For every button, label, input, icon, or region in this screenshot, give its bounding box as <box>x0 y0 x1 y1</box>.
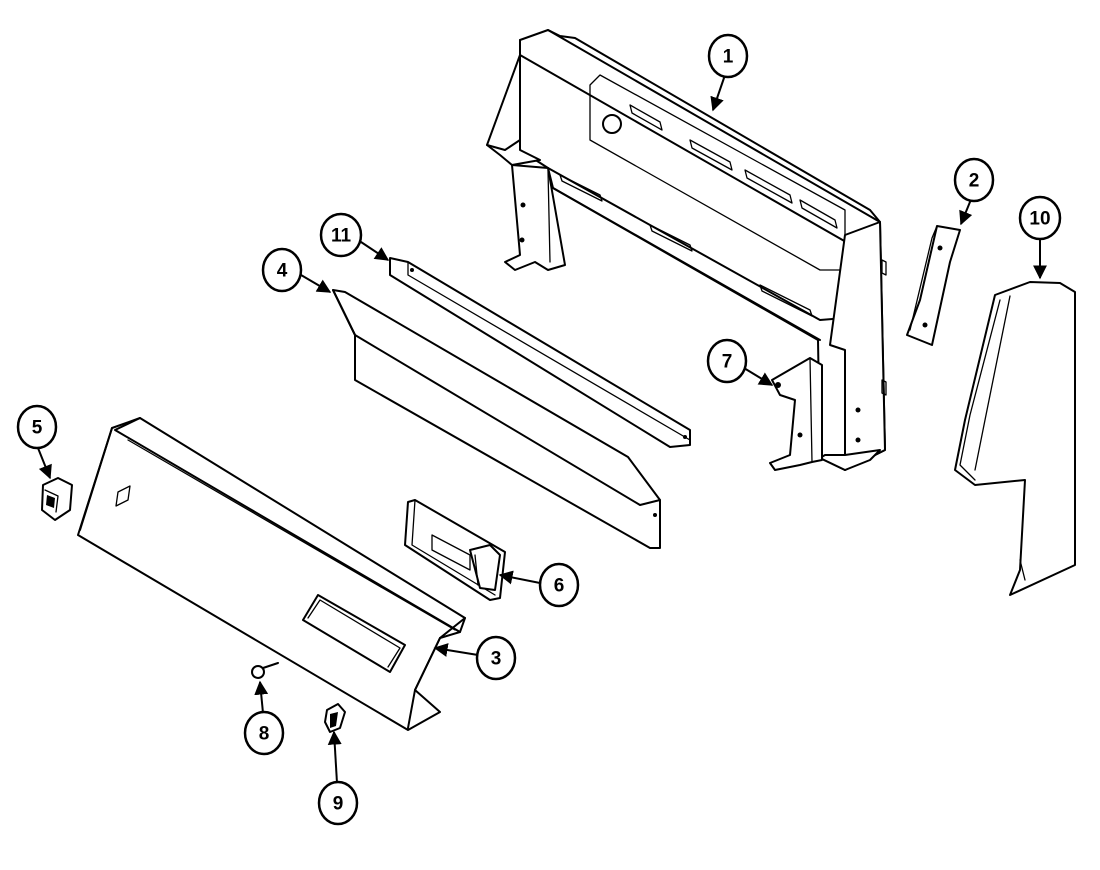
part-5-clip <box>41 477 73 521</box>
callout-7-label: 7 <box>722 352 733 373</box>
callout-1: 1 <box>707 33 749 79</box>
part-6-control-module <box>404 499 506 601</box>
callout-1-label: 1 <box>723 47 734 68</box>
callout-10: 10 <box>1018 195 1062 241</box>
part-11-trim-strip <box>389 257 691 448</box>
part-8-screw <box>251 662 279 679</box>
part-1-backguard-frame <box>486 29 887 471</box>
callout-4: 4 <box>261 247 303 293</box>
callout-8-label: 8 <box>259 724 270 745</box>
callout-7: 7 <box>706 338 748 384</box>
callout-11: 11 <box>319 212 363 258</box>
callout-9: 9 <box>317 780 359 826</box>
part-7-mounting-bracket <box>769 357 823 471</box>
callout-6: 6 <box>538 562 580 608</box>
callout-2-label: 2 <box>969 171 980 192</box>
callout-3: 3 <box>475 635 517 681</box>
part-3-control-panel <box>77 417 466 731</box>
callout-11-label: 11 <box>331 226 352 247</box>
callout-9-label: 9 <box>333 794 344 815</box>
callout-5: 5 <box>16 404 58 450</box>
part-4-panel <box>332 289 661 549</box>
callout-3-label: 3 <box>491 649 502 670</box>
part-9-clip <box>324 703 346 733</box>
callout-8: 8 <box>243 710 285 756</box>
callout-4-label: 4 <box>277 261 288 282</box>
callout-10-label: 10 <box>1029 209 1050 230</box>
callout-6-label: 6 <box>554 576 565 597</box>
part-2-end-bracket <box>906 225 961 346</box>
callout-5-label: 5 <box>32 418 43 439</box>
callout-2: 2 <box>953 157 995 203</box>
part-10-end-cap <box>954 281 1076 596</box>
